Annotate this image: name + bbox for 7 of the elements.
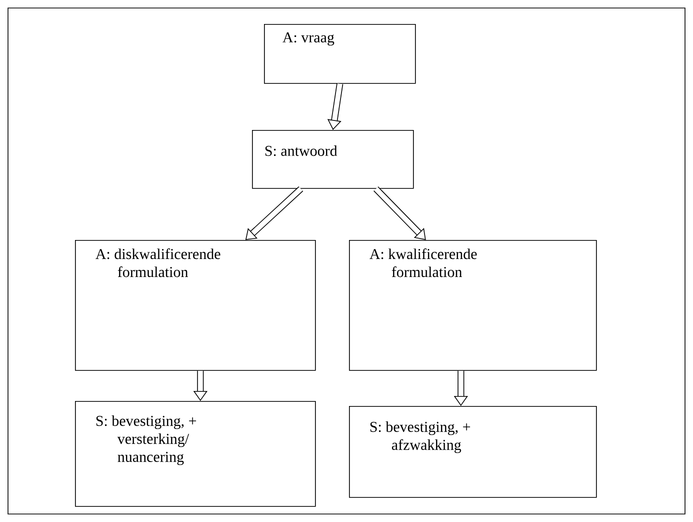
text-box: S: bevestiging, + versterking/ nuancering <box>75 401 316 507</box>
text-box: A: vraag <box>264 24 416 84</box>
text-box: S: antwoord <box>252 130 414 189</box>
hollow-arrow <box>374 186 426 240</box>
text-box: A: kwalificerende formulation <box>349 240 597 371</box>
text-box: S: bevestiging, + afzwakking <box>349 406 597 498</box>
text-box: A: diskwalificerende formulation <box>75 240 316 371</box>
